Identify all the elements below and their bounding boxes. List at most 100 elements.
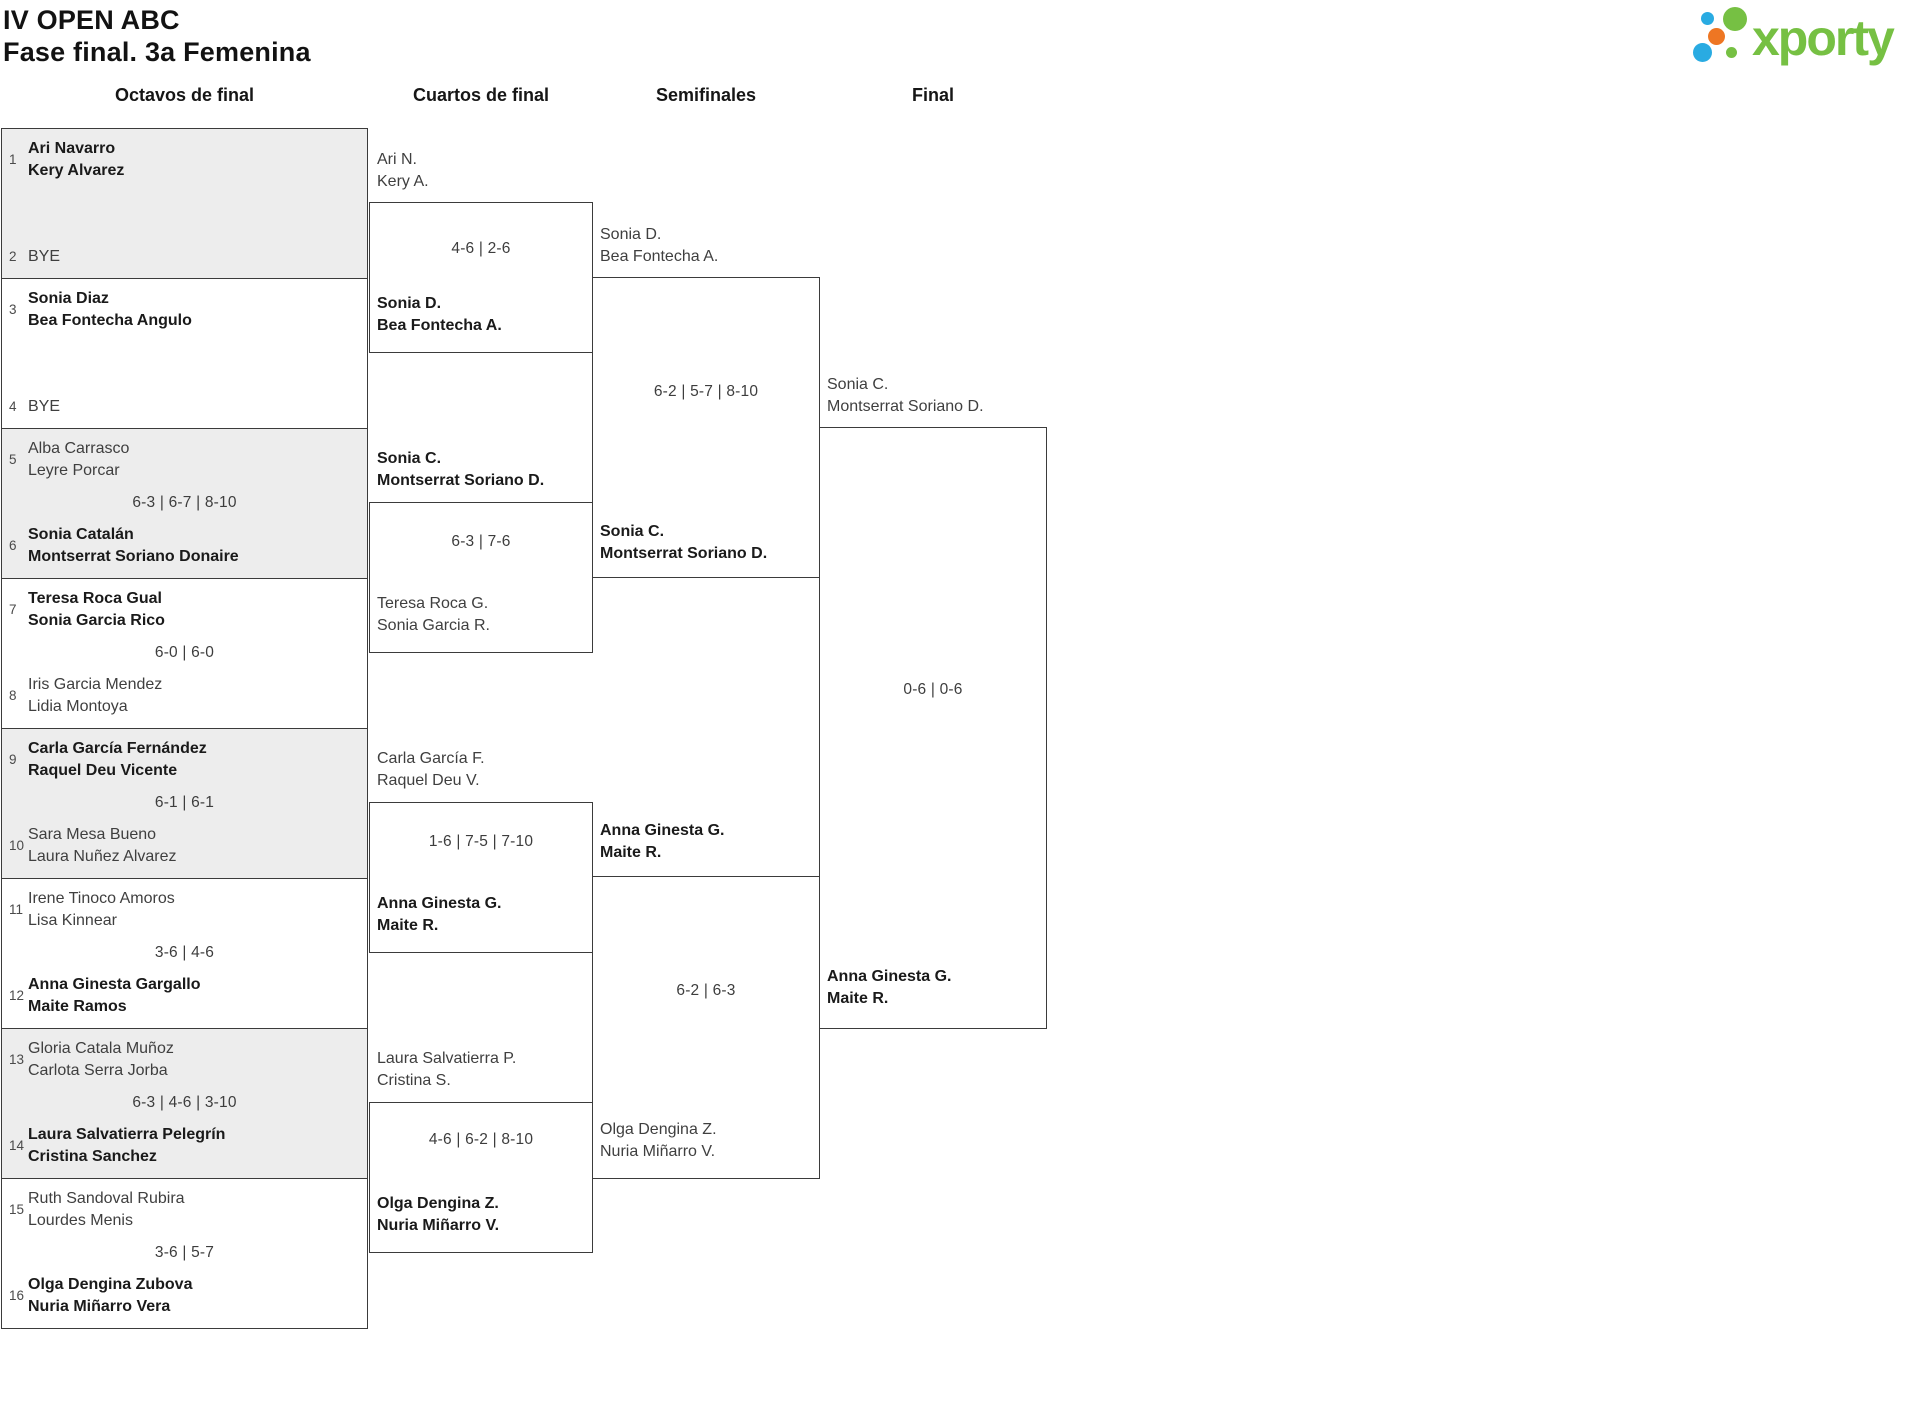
player-2: Maite R. bbox=[377, 917, 439, 934]
team-name: Sonia Catalán Montserrat Soriano Donaire bbox=[28, 524, 363, 567]
logo-dot-orange-icon bbox=[1708, 28, 1725, 45]
round-header-octavos: Octavos de final bbox=[114, 85, 255, 105]
match-score: 6-0 | 6-0 bbox=[154, 644, 215, 661]
round-header-cuartos: Cuartos de final bbox=[412, 85, 550, 105]
page-title: IV OPEN ABC bbox=[3, 5, 180, 35]
player-2: Raquel Deu V. bbox=[377, 772, 480, 789]
player-1: Sara Mesa Bueno bbox=[28, 826, 157, 843]
team-label: Anna Ginesta G. Maite R. bbox=[377, 893, 501, 937]
player-1: Sonia C. bbox=[600, 523, 665, 540]
match-score: 0-6 | 0-6 bbox=[903, 681, 963, 698]
player-2: Sonia Garcia Rico bbox=[28, 611, 165, 629]
team-row: 16 Olga Dengina Zubova Nuria Miñarro Ver… bbox=[9, 1274, 363, 1317]
final-match-box bbox=[819, 427, 1047, 1029]
match-score: 6-3 | 4-6 | 3-10 bbox=[132, 1094, 237, 1111]
player-1: Sonia Catalán bbox=[28, 526, 134, 543]
team-name: Iris Garcia Mendez Lidia Montoya bbox=[28, 674, 363, 717]
seed-number: 15 bbox=[9, 1202, 25, 1217]
logo-dot-blue-small-icon bbox=[1701, 12, 1714, 25]
seed-number: 9 bbox=[9, 752, 17, 767]
player-1: Anna Ginesta G. bbox=[827, 968, 952, 985]
player-1: Anna Ginesta G. bbox=[377, 895, 502, 912]
player-2: Maite Ramos bbox=[28, 997, 127, 1015]
r16-match-1: 1 Ari Navarro Kery Alvarez 2 BYE bbox=[1, 128, 368, 279]
match-score: 6-3 | 6-7 | 8-10 bbox=[132, 494, 237, 511]
team-name: Ari Navarro Kery Alvarez bbox=[28, 138, 363, 181]
team-row: 15 Ruth Sandoval Rubira Lourdes Menis bbox=[9, 1188, 363, 1231]
team-label: Olga Dengina Z. Nuria Miñarro V. bbox=[377, 1193, 499, 1237]
seed-number: 1 bbox=[9, 152, 17, 167]
team-label: Sonia C. Montserrat Soriano D. bbox=[600, 521, 767, 565]
team-name: Sonia Diaz Bea Fontecha Angulo bbox=[28, 288, 363, 331]
player-2: Raquel Deu Vicente bbox=[28, 761, 178, 779]
seed-number: 5 bbox=[9, 452, 17, 467]
page-title-block: IV OPEN ABC Fase final. 3a Femenina bbox=[3, 4, 311, 68]
team-row: 4 BYE bbox=[9, 396, 363, 418]
player-1: Sonia D. bbox=[377, 295, 442, 312]
team-label: Anna Ginesta G. Maite R. bbox=[827, 966, 951, 1010]
player-2: Montserrat Soriano Donaire bbox=[28, 547, 239, 565]
seed-number: 14 bbox=[9, 1138, 25, 1153]
logo-dot-green-large-icon bbox=[1723, 7, 1747, 31]
r16-match-3: 5 Alba Carrasco Leyre Porcar 6-3 | 6-7 |… bbox=[1, 428, 368, 579]
logo-text: xporty bbox=[1752, 10, 1895, 66]
player-1: Olga Dengina Zubova bbox=[28, 1276, 193, 1293]
team-row: 6 Sonia Catalán Montserrat Soriano Donai… bbox=[9, 524, 363, 567]
player-2: Montserrat Soriano D. bbox=[377, 472, 545, 489]
seed-number: 16 bbox=[9, 1288, 25, 1303]
team-name: Ruth Sandoval Rubira Lourdes Menis bbox=[28, 1188, 363, 1231]
player-2: Maite R. bbox=[827, 990, 889, 1007]
player-1: Olga Dengina Z. bbox=[600, 1121, 717, 1138]
match-score: 4-6 | 6-2 | 8-10 bbox=[428, 1131, 534, 1148]
player-2: Laura Nuñez Alvarez bbox=[28, 847, 177, 865]
r16-match-8: 15 Ruth Sandoval Rubira Lourdes Menis 3-… bbox=[1, 1178, 368, 1329]
team-name: Olga Dengina Zubova Nuria Miñarro Vera bbox=[28, 1274, 363, 1317]
player-2: Maite R. bbox=[600, 844, 662, 861]
player-2: Sonia Garcia R. bbox=[377, 617, 490, 634]
seed-number: 7 bbox=[9, 602, 17, 617]
player-2: Kery Alvarez bbox=[28, 161, 125, 179]
player-1: Gloria Catala Muñoz bbox=[28, 1040, 174, 1057]
player-2: Lisa Kinnear bbox=[28, 911, 117, 929]
page-subtitle: Fase final. 3a Femenina bbox=[3, 37, 311, 67]
team-label: Sonia D. Bea Fontecha A. bbox=[377, 293, 502, 337]
player-1: Olga Dengina Z. bbox=[377, 1195, 499, 1212]
team-row: 7 Teresa Roca Gual Sonia Garcia Rico bbox=[9, 588, 363, 631]
r16-match-4: 7 Teresa Roca Gual Sonia Garcia Rico 6-0… bbox=[1, 578, 368, 729]
team-row: 12 Anna Ginesta Gargallo Maite Ramos bbox=[9, 974, 363, 1017]
player-1: Iris Garcia Mendez bbox=[28, 676, 163, 693]
match-score: 4-6 | 2-6 bbox=[451, 240, 511, 257]
team-name: Irene Tinoco Amoros Lisa Kinnear bbox=[28, 888, 363, 931]
team-label: Sonia C. Montserrat Soriano D. bbox=[827, 374, 984, 418]
seed-number: 8 bbox=[9, 688, 17, 703]
team-row: 9 Carla García Fernández Raquel Deu Vice… bbox=[9, 738, 363, 781]
team-name: Anna Ginesta Gargallo Maite Ramos bbox=[28, 974, 363, 1017]
team-label: Ari N. Kery A. bbox=[377, 149, 429, 193]
team-name: Gloria Catala Muñoz Carlota Serra Jorba bbox=[28, 1038, 363, 1081]
player-2: Cristina S. bbox=[377, 1072, 451, 1089]
team-label: Sonia D. Bea Fontecha A. bbox=[600, 224, 718, 268]
player-1: Carla García Fernández bbox=[28, 740, 207, 757]
team-label: Anna Ginesta G. Maite R. bbox=[600, 820, 724, 864]
team-label: Teresa Roca G. Sonia Garcia R. bbox=[377, 593, 490, 637]
logo-dot-green-small-icon bbox=[1726, 47, 1737, 58]
seed-number: 6 bbox=[9, 538, 17, 553]
player-1: Sonia Diaz bbox=[28, 290, 109, 307]
team-row: 13 Gloria Catala Muñoz Carlota Serra Jor… bbox=[9, 1038, 363, 1081]
seed-number: 10 bbox=[9, 838, 25, 853]
player-2: Kery A. bbox=[377, 173, 429, 190]
seed-number: 4 bbox=[9, 398, 17, 414]
player-2: Bea Fontecha A. bbox=[600, 248, 719, 265]
team-row: 1 Ari Navarro Kery Alvarez bbox=[9, 138, 363, 181]
player-1: Sonia C. bbox=[377, 450, 442, 467]
seed-number: 11 bbox=[9, 902, 24, 917]
team-row: 2 BYE bbox=[9, 246, 363, 268]
match-score: 6-2 | 5-7 | 8-10 bbox=[653, 383, 759, 400]
player-1: Teresa Roca G. bbox=[377, 595, 489, 612]
round-header-final: Final bbox=[911, 85, 954, 105]
r16-match-7: 13 Gloria Catala Muñoz Carlota Serra Jor… bbox=[1, 1028, 368, 1179]
match-score: 6-2 | 6-3 bbox=[676, 982, 736, 999]
team-label: Olga Dengina Z. Nuria Miñarro V. bbox=[600, 1119, 717, 1163]
xporty-logo: xporty bbox=[1690, 4, 1920, 82]
player-2: Lourdes Menis bbox=[28, 1211, 133, 1229]
